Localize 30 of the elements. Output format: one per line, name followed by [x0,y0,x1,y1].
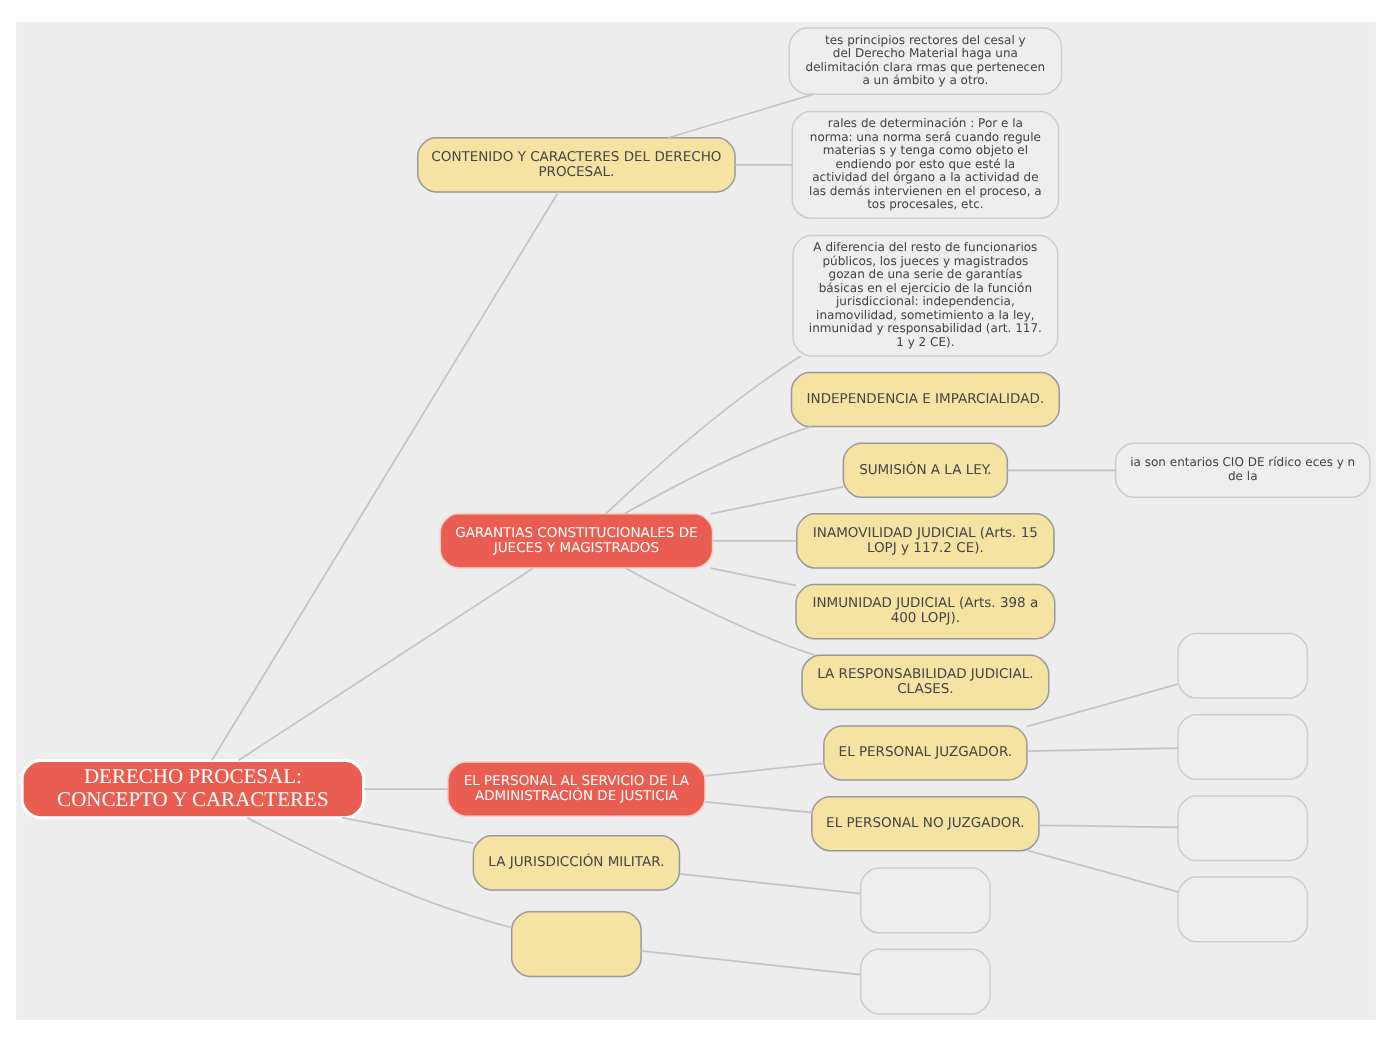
node-box [511,909,642,977]
connector [667,92,814,138]
connector [1006,468,1116,471]
connector [734,163,793,165]
node-box [1177,631,1309,698]
connector [704,799,813,813]
connector [623,424,812,514]
node-box [1177,794,1309,861]
connector [237,566,534,761]
connector [709,566,797,586]
connector [1026,746,1179,751]
connector [211,190,560,761]
connector [1027,848,1179,892]
connector [363,787,449,789]
node-box [859,947,991,1014]
node-box [1177,875,1309,942]
connector [246,816,513,928]
connector [640,949,862,975]
connector [624,566,817,656]
node-box: DERECHO PROCESAL: CONCEPTO Y CARACTERES [20,758,366,819]
connector [709,484,844,514]
connector [605,354,802,514]
node-box [1177,712,1309,780]
node-box [859,866,991,933]
connector [678,872,862,894]
connector [1026,682,1179,727]
connector [711,539,798,541]
connector [341,815,475,844]
connector [704,761,825,776]
connector [1038,823,1179,828]
